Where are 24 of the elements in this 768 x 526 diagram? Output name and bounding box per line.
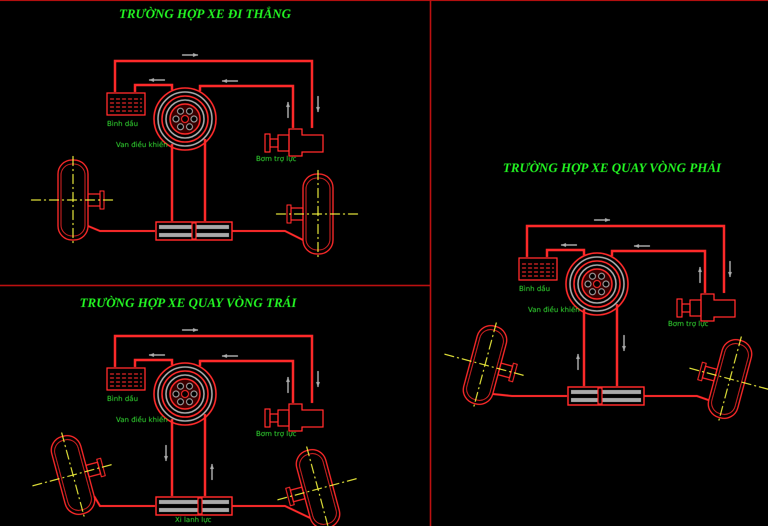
tie-rod <box>644 395 710 402</box>
panel-title: TRƯỜNG HỢP XE QUAY VÒNG TRÁI <box>80 295 296 311</box>
tie-rod <box>492 393 567 397</box>
oil-pipe <box>204 414 206 496</box>
tie-rod <box>232 505 311 519</box>
oil-pipe <box>114 60 314 128</box>
oil-pipe <box>582 309 586 386</box>
oil-pipe <box>198 84 294 128</box>
oil-pipe <box>204 139 206 221</box>
tie-rod <box>93 496 155 507</box>
oil-pipe <box>134 84 174 92</box>
oil-pipe <box>610 250 706 293</box>
panel-title: TRƯỜNG HỢP XE ĐI THẲNG <box>118 6 292 22</box>
oil-pipe <box>616 304 618 386</box>
oil-pipe <box>170 419 174 496</box>
tie-rod <box>232 230 304 241</box>
oil-pipe <box>134 358 174 367</box>
oil-pipe <box>114 334 314 403</box>
tie-rod <box>88 225 155 232</box>
panel-title: TRƯỜNG HỢP XE QUAY VÒNG PHẢI <box>502 160 722 176</box>
oil-pipe <box>546 248 586 257</box>
oil-pipe <box>170 144 174 221</box>
oil-pipe <box>198 360 294 403</box>
oil-pipe <box>526 224 726 293</box>
